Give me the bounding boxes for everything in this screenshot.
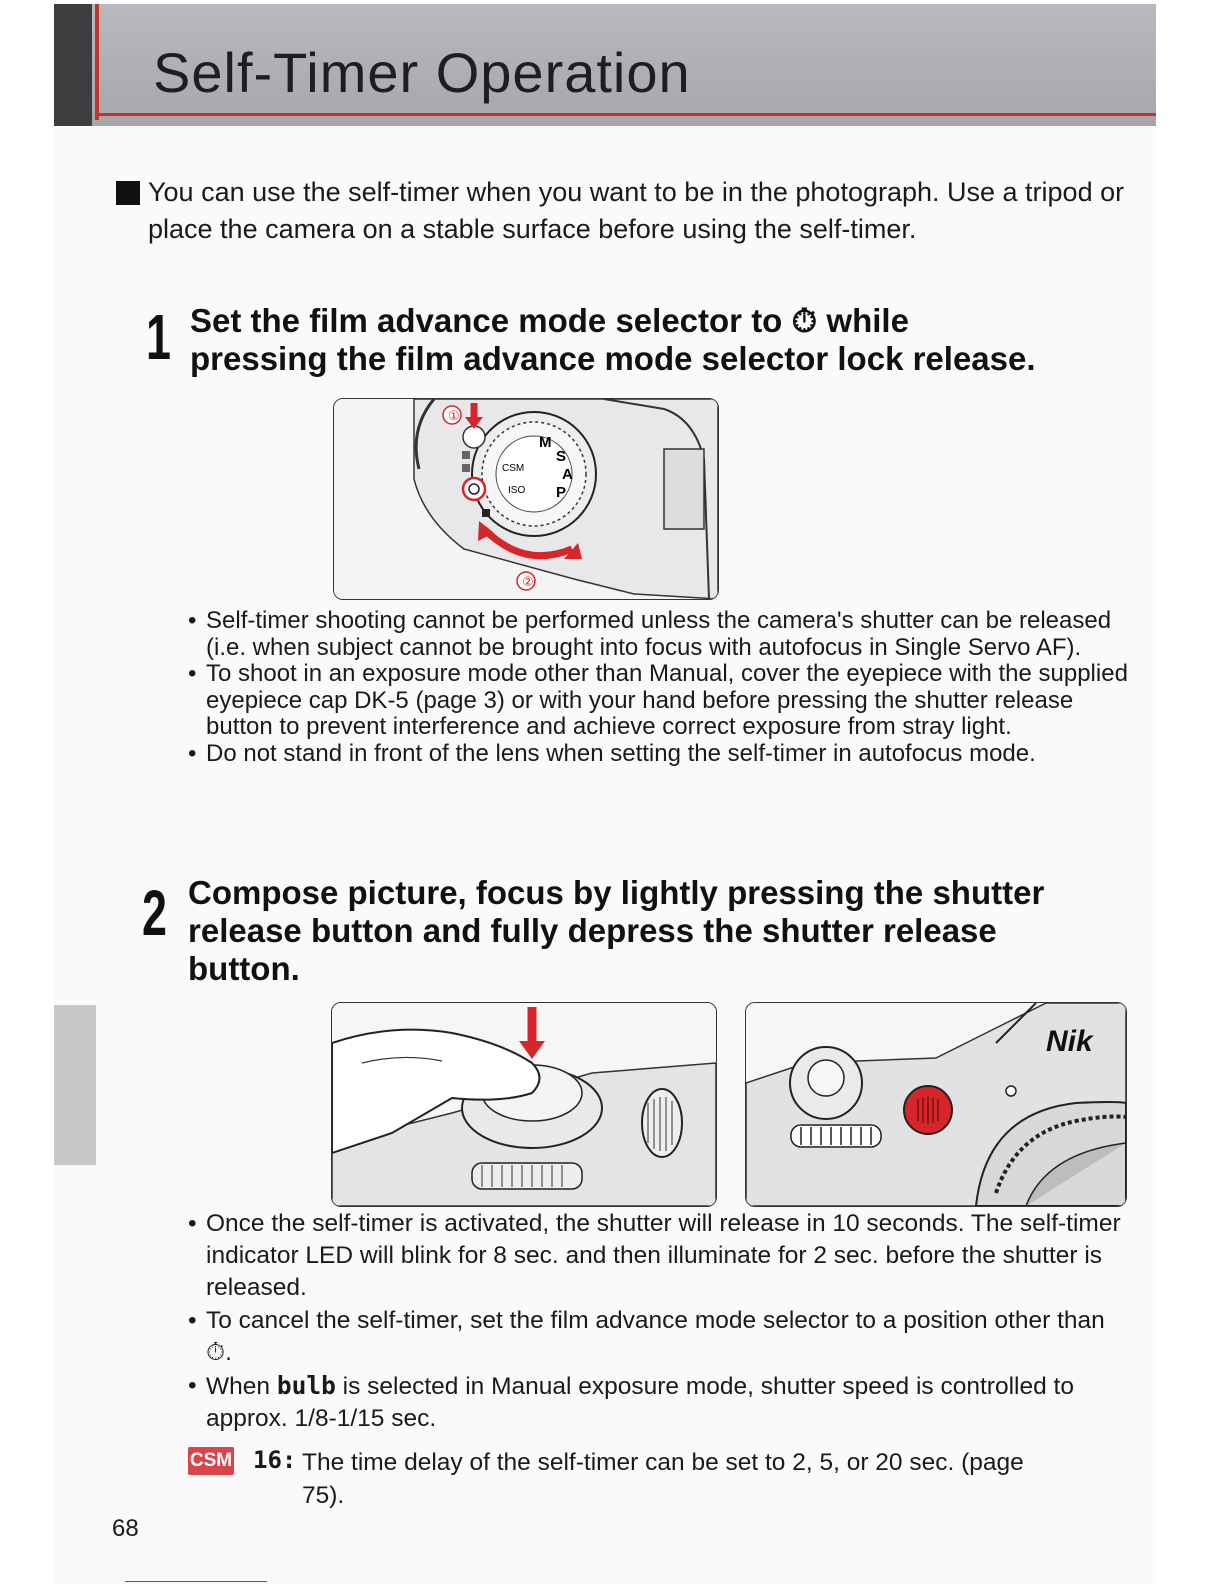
step-2-line-1: Compose picture, focus by lightly pressi… [188,874,1045,911]
step-1-notes: Self-timer shooting cannot be performed … [188,607,1128,768]
dial-csm-label: CSM [502,463,524,474]
footer-line [125,1581,267,1582]
bulb-indicator-text: bulb [276,1371,336,1400]
step-1-line-2: pressing the film advance mode selector … [190,340,1036,377]
camera-dial-drawing: M S A P CSM ISO ① ② [334,399,718,599]
bullet-text: When [206,1373,277,1400]
intro-text: You can use the self-timer when you want… [148,177,1125,244]
side-tab [54,1005,96,1165]
list-item: Once the self-timer is activated, the sh… [188,1208,1128,1304]
step-2-notes: Once the self-timer is activated, the sh… [188,1208,1128,1436]
shutter-press-drawing [332,1003,716,1206]
list-item: When bulb is selected in Manual exposure… [188,1370,1128,1435]
intro-paragraph: You can use the self-timer when you want… [116,174,1126,248]
step-2-number: 2 [142,877,167,949]
dial-m-label: M [539,434,552,451]
header-bar [54,4,1156,126]
callout-1-label: ① [448,409,460,424]
step-2-line-2: release button and fully depress the shu… [188,912,997,949]
self-timer-led-illustration: Nik [745,1002,1127,1207]
page-title: Self-Timer Operation [153,41,691,104]
callout-2-label: ② [522,575,534,590]
page-margin [1156,0,1224,1584]
mode-selector-illustration: M S A P CSM ISO ① ② [333,398,719,600]
step-2-line-3: button. [188,950,300,987]
step-1-number: 1 [146,301,171,373]
step-1-line-1: Set the film advance mode selector to ⏱ … [190,302,909,339]
dial-s-label: S [556,448,566,465]
square-bullet-icon [116,181,140,205]
brand-logo-text: Nik [1046,1025,1094,1058]
list-item: To cancel the self-timer, set the film a… [188,1305,1128,1369]
list-item: Self-timer shooting cannot be performed … [188,607,1128,661]
dial-p-label: P [556,484,566,501]
bullet-text: is selected in Manual exposure mode, shu… [206,1373,1074,1432]
list-item: To shoot in an exposure mode other than … [188,660,1128,741]
header-accent-horizontal [95,113,1156,116]
csm-badge: CSM [188,1447,234,1475]
camera-front-drawing: Nik [746,1003,1126,1206]
header-accent-vertical [95,4,99,120]
dial-iso-label: ISO [508,485,525,496]
csm-code: 16: [253,1446,297,1474]
list-item: Do not stand in front of the lens when s… [188,740,1128,768]
page-number: 68 [112,1515,139,1542]
header-dark-block [54,4,92,126]
csm-note: The time delay of the self-timer can be … [302,1449,1024,1509]
dial-a-label: A [562,466,573,483]
shutter-press-illustration [331,1002,717,1207]
